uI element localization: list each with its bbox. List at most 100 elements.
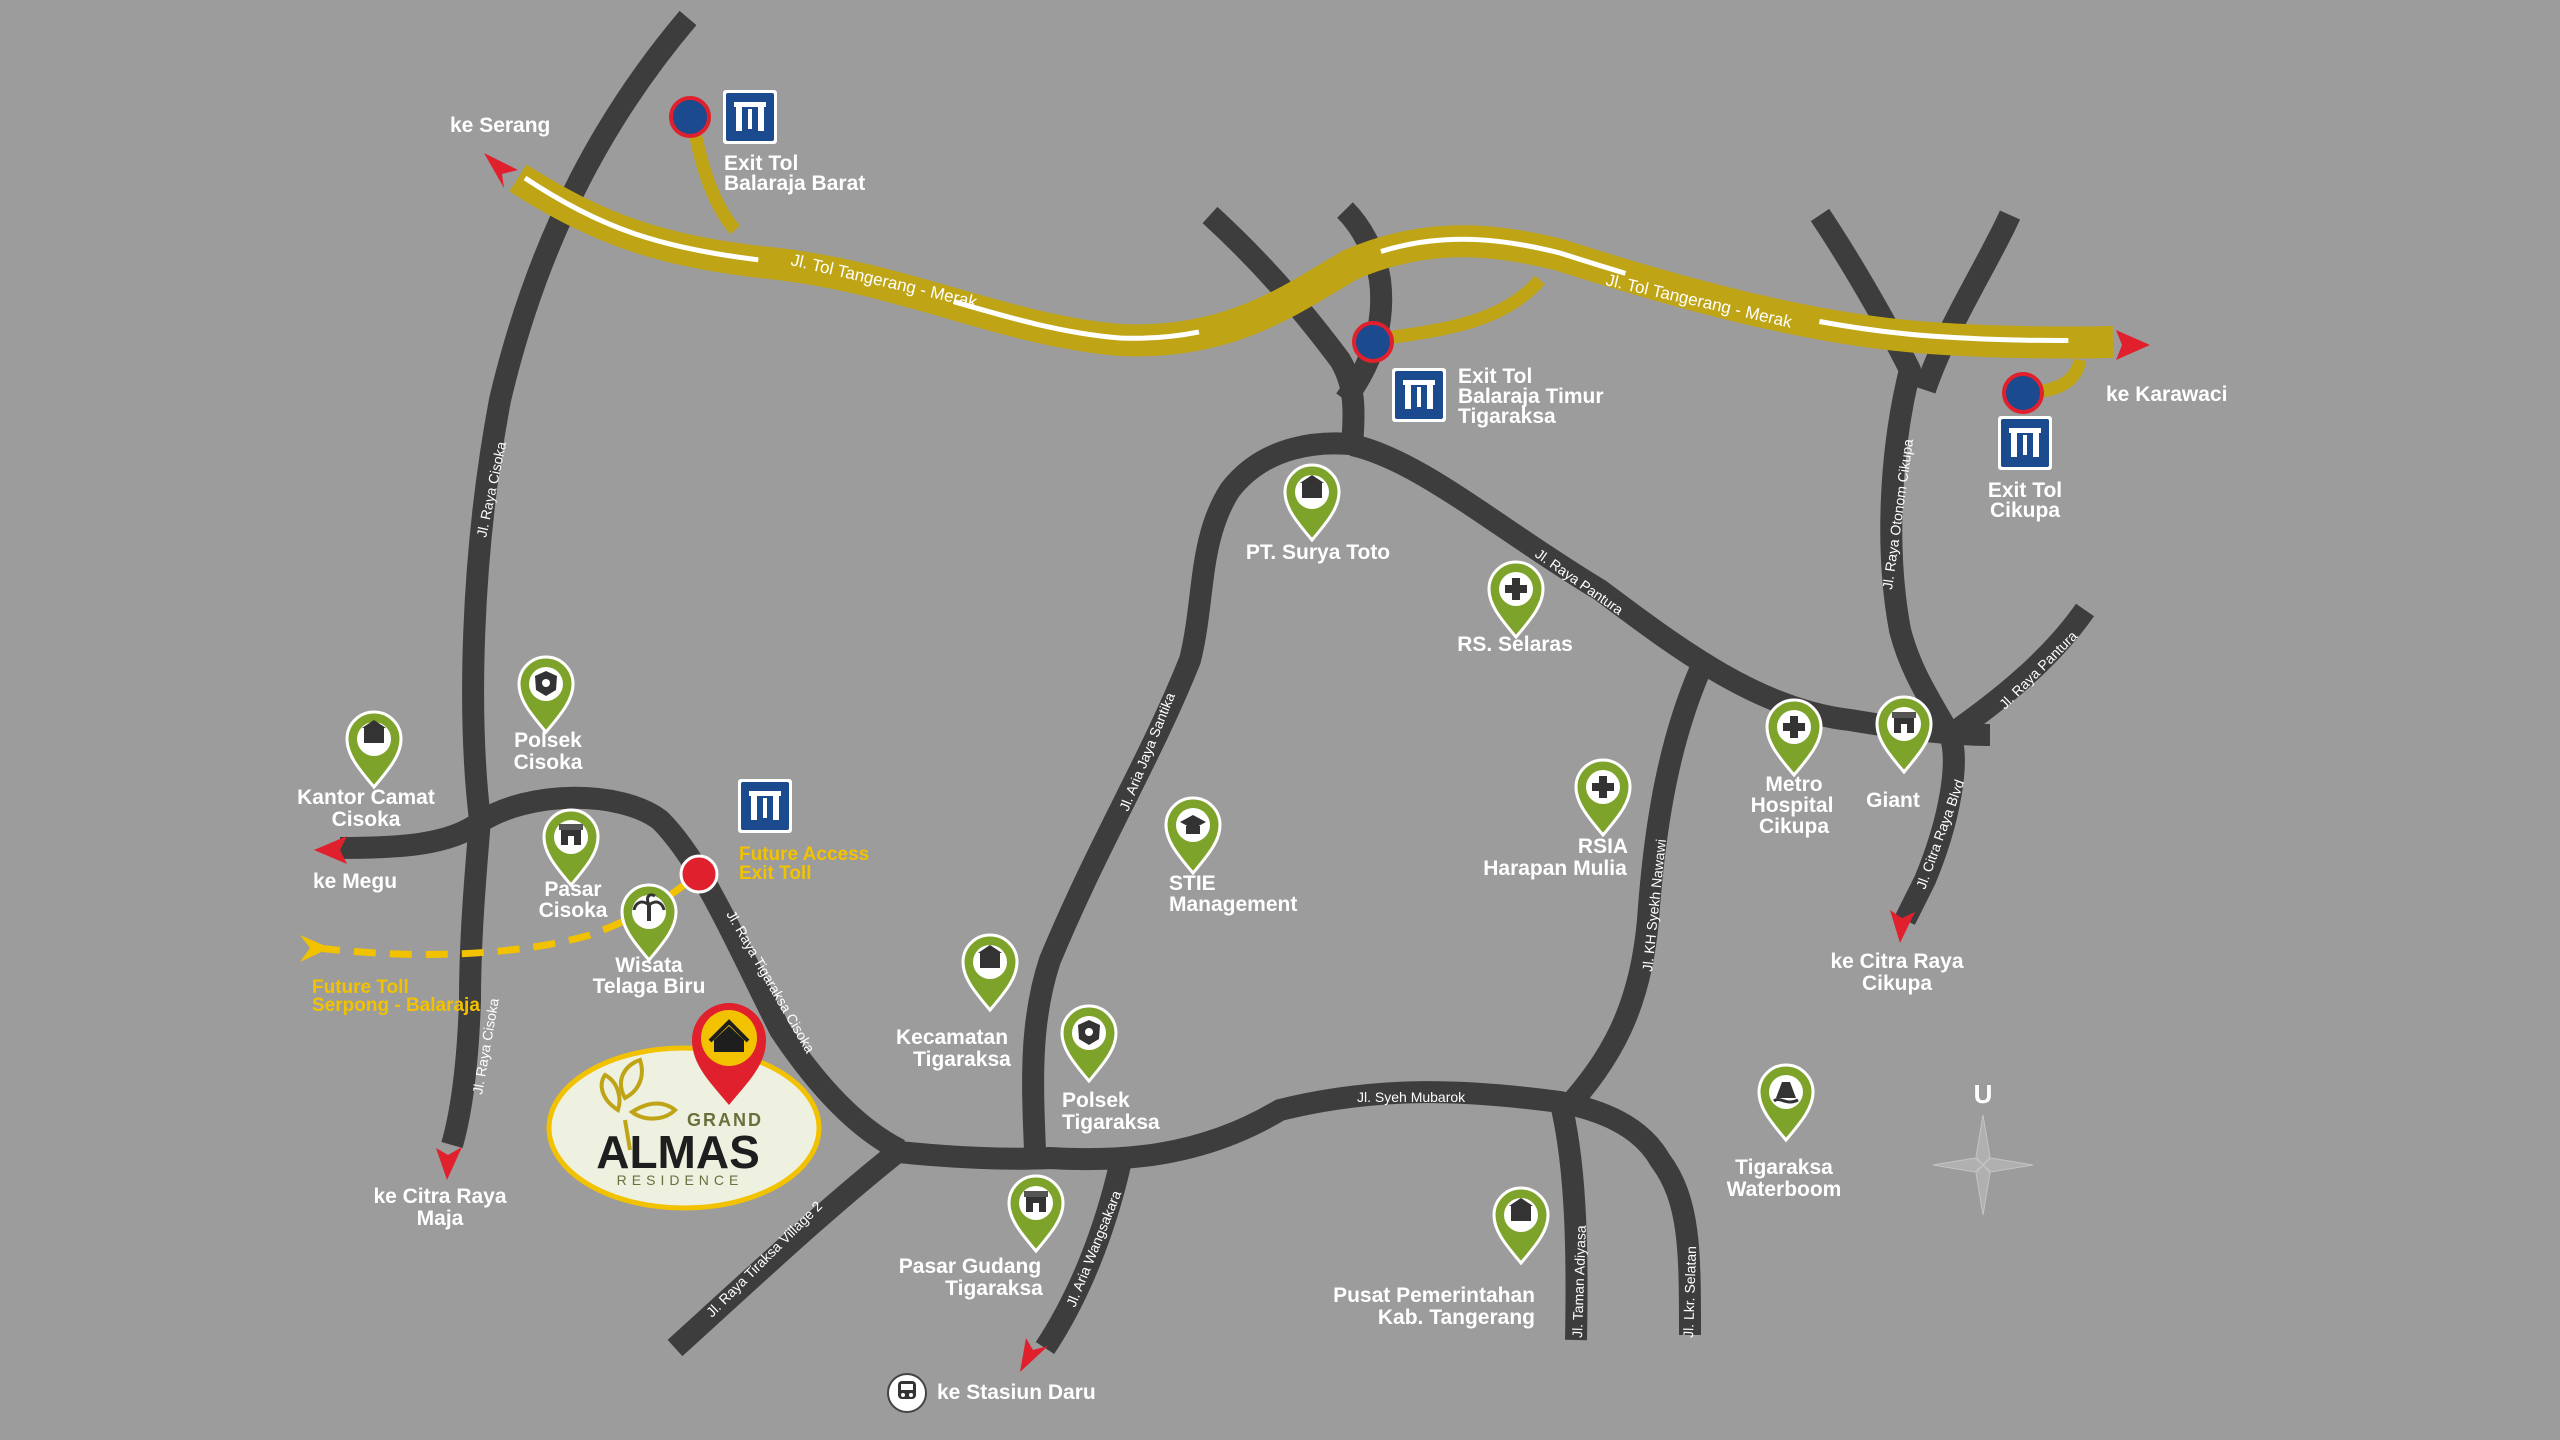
svg-text:Kab. Tangerang: Kab. Tangerang [1378,1306,1535,1329]
svg-text:Tigaraksa: Tigaraksa [1458,405,1556,428]
pin-rs-selaras: RS. Selaras [1457,560,1573,656]
leaf-logo-icon [599,1057,678,1151]
exit-point-icon [2002,372,2044,414]
svg-text:Tigaraksa: Tigaraksa [1735,1156,1833,1179]
svg-text:Cisoka: Cisoka [539,899,608,922]
pin-tigaraksa-waterboom: Tigaraksa Waterboom [1727,1063,1842,1201]
shop-icon [1024,1191,1048,1212]
palm-tree-icon [632,893,666,921]
office-building-icon [362,720,386,743]
pin-pasar-gudang-tigaraksa: Pasar Gudang Tigaraksa [899,1174,1065,1300]
exit-balaraja-barat: Exit Tol Balaraja Barat [669,90,865,195]
grand-almas-logo: GRAND ALMAS RESIDENCE [546,1003,822,1211]
pin-metro-hospital: Metro Hospital Cikupa [1751,698,1834,838]
svg-text:U: U [1974,1079,1993,1109]
svg-text:Telaga Biru: Telaga Biru [593,975,706,998]
compass-star-icon [1932,1114,2034,1216]
exit-future-access: Future Access Exit Toll Future Toll Serp… [312,779,869,1016]
svg-text:Future Access: Future Access [739,844,869,865]
waterpark-icon [1773,1082,1799,1104]
svg-text:Exit Tol: Exit Tol [1988,479,2062,502]
svg-text:Cisoka: Cisoka [332,808,401,831]
label-ke-stasiun: ke Stasiun Daru [937,1381,1096,1404]
toll-gate-icon [738,779,792,833]
svg-text:Management: Management [1169,893,1297,916]
svg-text:STIE: STIE [1169,872,1216,895]
svg-text:Jl. Raya Pantura: Jl. Raya Pantura [1996,627,2081,712]
svg-text:Polsek: Polsek [514,729,582,752]
medical-cross-icon [1783,716,1805,738]
arrow-citra-cikupa [1890,910,1915,943]
svg-text:Wisata: Wisata [615,954,683,977]
medical-cross-icon [1592,776,1614,798]
svg-text:Maja: Maja [417,1207,464,1230]
svg-text:RS. Selaras: RS. Selaras [1457,633,1573,656]
svg-text:Future Toll: Future Toll [312,977,409,998]
label-ke-citra-maja: ke Citra Raya [373,1185,506,1208]
arrow-megu [314,836,347,864]
svg-text:Jl. Syeh Mubarok: Jl. Syeh Mubarok [1357,1089,1466,1105]
future-exit-icon [679,854,719,894]
label-ke-serang: ke Serang [450,114,550,137]
svg-text:Balaraja Barat: Balaraja Barat [724,172,865,195]
pin-stie-management: STIE Management [1164,796,1297,916]
label-ke-karawaci: ke Karawaci [2106,383,2227,406]
exit-point-icon [669,96,711,138]
pin-pt-surya-toto: PT. Surya Toto [1246,463,1390,564]
pin-pasar-cisoka: Pasar Cisoka [539,808,608,922]
pin-kecamatan-tigaraksa: Kecamatan Tigaraksa [896,933,1019,1071]
toll-gate-icon [723,90,777,144]
svg-text:Jl. Aria Wangsakara: Jl. Aria Wangsakara [1063,1188,1124,1309]
svg-text:Kantor Camat: Kantor Camat [297,786,435,809]
svg-text:ALMAS: ALMAS [596,1126,760,1178]
home-pin-icon [692,1003,766,1105]
svg-text:Exit Tol: Exit Tol [1458,365,1532,388]
svg-text:Jl. Lkr. Selatan: Jl. Lkr. Selatan [1680,1246,1699,1338]
shop-icon [559,824,583,845]
office-building-icon [1300,475,1324,498]
svg-text:RESIDENCE: RESIDENCE [617,1172,744,1188]
svg-text:GRAND: GRAND [687,1110,763,1130]
office-building-icon [978,945,1002,968]
svg-text:Waterboom: Waterboom [1727,1178,1842,1201]
svg-text:Exit Toll: Exit Toll [739,863,811,884]
svg-text:Cisoka: Cisoka [514,751,583,774]
svg-text:Hospital: Hospital [1751,794,1834,817]
future-toll-arrow [300,935,330,962]
label-ke-megu: ke Megu [313,870,397,893]
pin-pusat-pemerintahan: Pusat Pemerintahan Kab. Tangerang [1333,1186,1550,1329]
svg-text:Tigaraksa: Tigaraksa [1062,1111,1160,1134]
svg-text:Kecamatan: Kecamatan [896,1026,1008,1049]
pin-rsia-harapan-mulia: RSIA Harapan Mulia [1483,758,1632,880]
toll-gate-icon [1998,416,2052,470]
svg-text:Pusat Pemerintahan: Pusat Pemerintahan [1333,1284,1535,1307]
arrow-karawaci [2116,330,2150,360]
place-pins: Polsek Cisoka Kantor Camat Cisoka Pasar … [297,463,1933,1329]
destinations: ke Serang ke Karawaci ke Megu ke Citra R… [313,114,2227,1413]
svg-text:PT. Surya Toto: PT. Surya Toto [1246,541,1390,564]
graduation-cap-icon [1180,815,1206,834]
svg-text:Polsek: Polsek [1062,1089,1130,1112]
pin-polsek-tigaraksa: Polsek Tigaraksa [1060,1004,1160,1134]
svg-text:Tigaraksa: Tigaraksa [913,1048,1011,1071]
svg-text:Giant: Giant [1866,789,1920,812]
shop-icon [1892,712,1916,733]
svg-text:Cikupa: Cikupa [1862,972,1932,995]
exit-point-icon [1352,321,1394,363]
svg-text:Balaraja Timur: Balaraja Timur [1458,385,1604,408]
pin-wisata-telaga-biru: Wisata Telaga Biru [593,883,706,998]
road-network [339,10,2095,1357]
label-ke-citra-cikupa: ke Citra Raya [1830,950,1963,973]
exit-balaraja-timur: Exit Tol Balaraja Timur Tigaraksa [1352,321,1604,428]
svg-text:Serpong - Balaraja: Serpong - Balaraja [312,995,480,1016]
svg-text:Metro: Metro [1765,773,1822,796]
train-icon [887,1373,927,1413]
svg-text:RSIA: RSIA [1578,835,1628,858]
direction-arrows [314,153,2150,1372]
svg-text:Exit Tol: Exit Tol [724,152,798,175]
police-badge-icon [535,671,557,696]
svg-text:Pasar: Pasar [544,878,601,901]
arrow-serang [484,153,518,188]
svg-text:Jl. Aria Jaya Santika: Jl. Aria Jaya Santika [1116,690,1178,813]
